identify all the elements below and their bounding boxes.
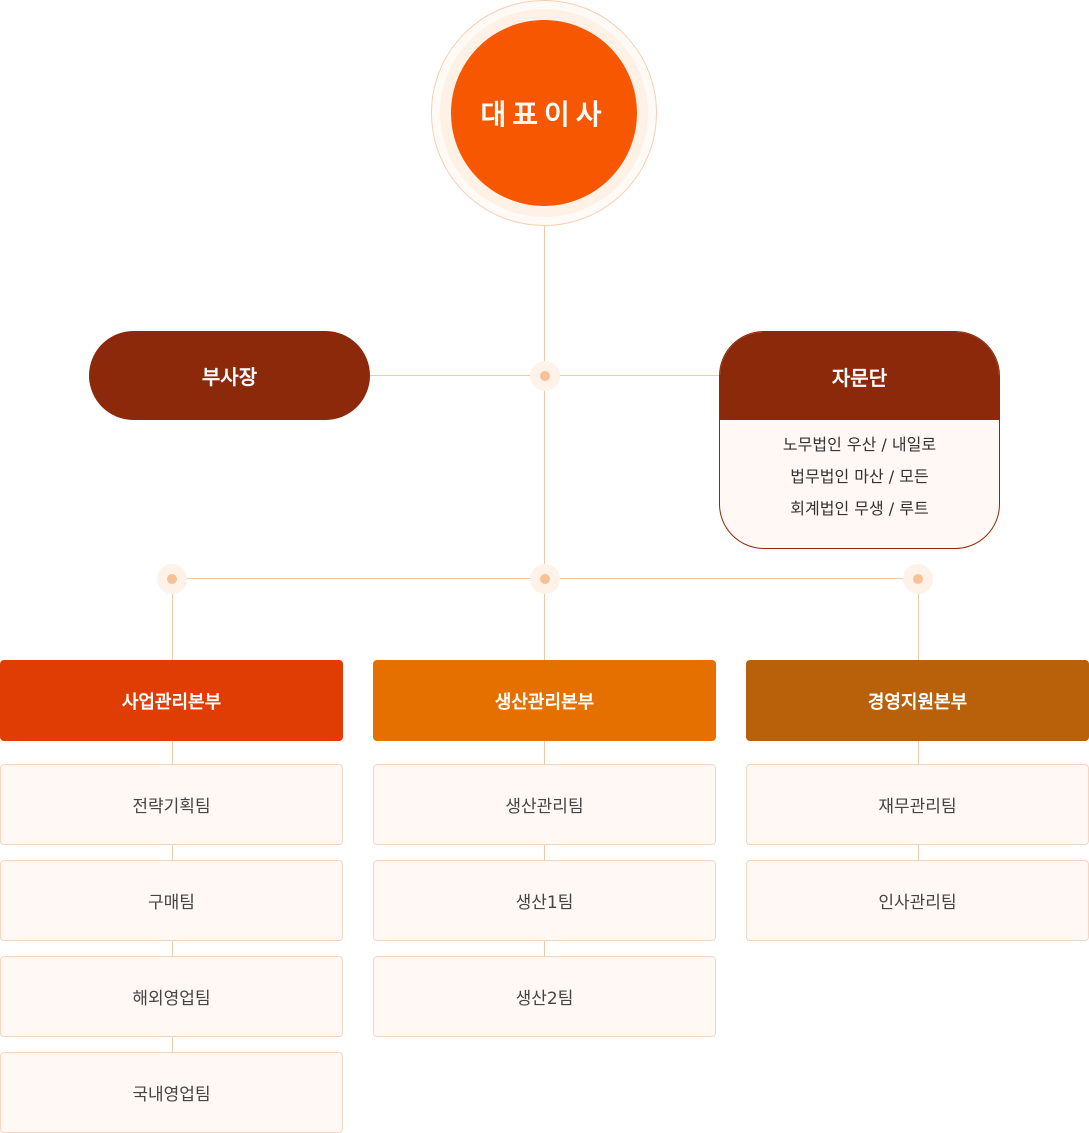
advisory-item: 회계법인 무생 / 루트 [790,499,929,518]
advisory-item: 노무법인 우산 / 내일로 [782,435,937,454]
vice-president-node: 부사장 [89,331,370,420]
vice-president-label: 부사장 [201,365,258,389]
team-box: 국내영업팀 [0,1052,343,1133]
team-box: 생산관리팀 [373,764,716,845]
division-label: 경영지원본부 [867,691,968,713]
advisory-title: 자문단 [831,365,888,390]
division-label: 사업관리본부 [121,691,222,713]
advisory-node: 자문단 노무법인 우산 / 내일로 법무법인 마산 / 모든 회계법인 무생 /… [719,331,1000,549]
team-box: 재무관리팀 [746,764,1089,845]
advisory-header: 자문단 [720,332,999,420]
team-label: 국내영업팀 [132,1085,211,1105]
team-label: 해외영업팀 [132,989,211,1009]
division-production-management: 생산관리본부 [373,660,716,741]
team-box: 구매팀 [0,860,343,941]
junction-dot-right [903,564,933,594]
division-1-drop-line [172,578,173,660]
division-3-drop-line [918,578,919,660]
division-label: 생산관리본부 [494,691,595,713]
advisory-item: 법무법인 마산 / 모든 [790,467,929,486]
team-box: 생산2팀 [373,956,716,1037]
ceo-trunk-line [544,226,545,660]
team-label: 생산2팀 [515,989,574,1009]
team-box: 해외영업팀 [0,956,343,1037]
team-box: 인사관리팀 [746,860,1089,941]
team-box: 전략기획팀 [0,764,343,845]
team-label: 재무관리팀 [878,797,957,817]
junction-dot-center [530,361,560,391]
division-2-team-line [544,741,545,956]
division-business-management: 사업관리본부 [0,660,343,741]
team-label: 구매팀 [148,893,195,913]
team-box: 생산1팀 [373,860,716,941]
team-label: 인사관리팀 [878,893,957,913]
team-label: 생산1팀 [515,893,574,913]
team-label: 전략기획팀 [132,797,211,817]
division-management-support: 경영지원본부 [746,660,1089,741]
team-label: 생산관리팀 [505,797,584,817]
ceo-node: 대표이사 [451,20,637,206]
ceo-label: 대표이사 [480,98,608,131]
advisory-list: 노무법인 우산 / 내일로 법무법인 마산 / 모든 회계법인 무생 / 루트 [720,420,999,525]
junction-dot-left [157,564,187,594]
junction-dot-middle [530,564,560,594]
